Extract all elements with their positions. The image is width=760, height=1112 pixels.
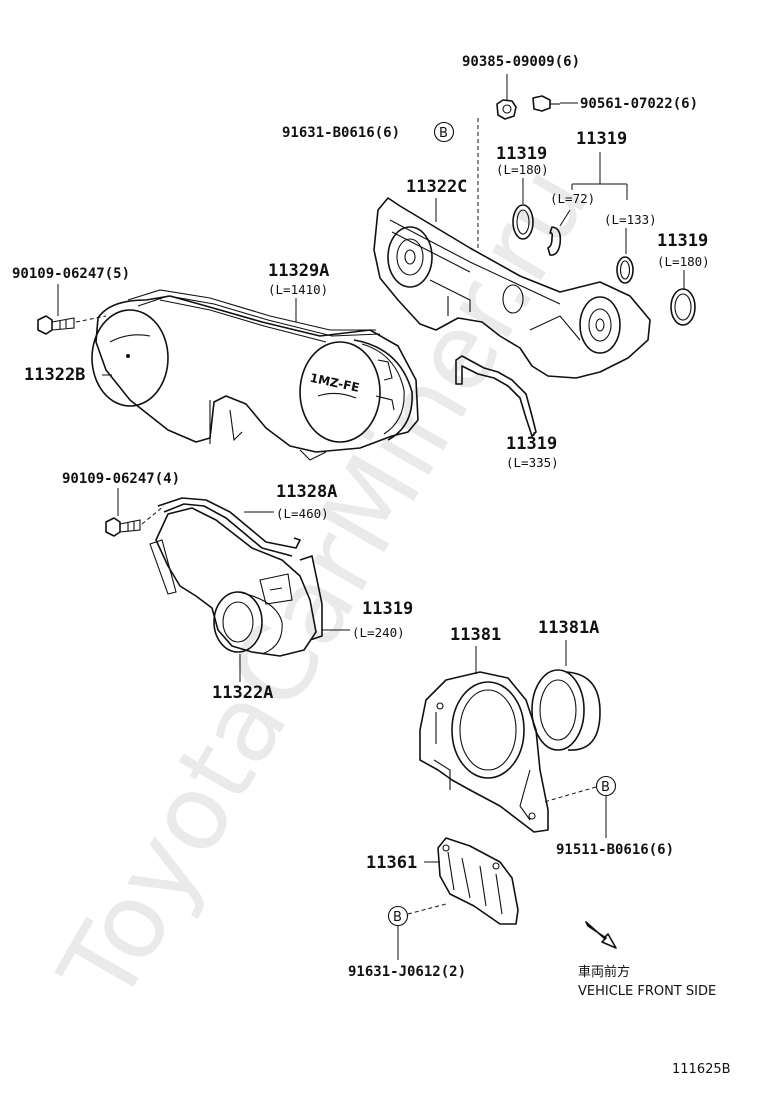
label-len-180a: (L=180) [496,162,549,177]
label-11319-b: 11319 [576,129,627,149]
label-len-72: (L=72) [550,191,595,206]
oil-seal-11381A[interactable] [531,669,601,751]
seal-11319-medium[interactable] [616,256,634,284]
label-91511-B0616: 91511-B0616(6) [556,842,674,858]
front-note-jp: 車両前方 [578,964,630,980]
label-91631-J0612: 91631-J0612(2) [348,964,466,980]
svg-text:B: B [601,780,610,795]
label-len-133: (L=133) [604,212,657,227]
cover-11322C[interactable] [373,197,651,379]
ref-marker-b-right: B [595,775,617,797]
label-90561-07022: 90561-07022(6) [580,96,698,112]
bolt-90109-06247-4[interactable] [105,517,141,537]
label-11319-e: 11319 [362,599,413,619]
seal-11319-small[interactable] [547,226,562,256]
label-11381: 11381 [450,625,501,645]
gasket-11319-335[interactable] [455,355,537,437]
ref-marker-b-bottom: B [387,905,409,927]
front-note-en: VEHICLE FRONT SIDE [578,984,716,999]
label-11319-c: 11319 [657,231,708,251]
engine-emblem: 1MZ-FE [309,371,361,395]
plate-11361[interactable] [437,837,519,925]
label-11381A: 11381A [538,618,599,638]
label-11319-d: 11319 [506,434,557,454]
label-91631-B0616: 91631-B0616(6) [282,125,400,141]
svg-text:B: B [393,910,402,925]
label-11329A: 11329A [268,261,329,281]
nut-90385-09009[interactable] [496,99,517,120]
retainer-11381[interactable] [419,671,549,833]
label-len-1410: (L=1410) [268,282,328,297]
label-11322C: 11322C [406,177,467,197]
cover-11322B[interactable]: 1MZ-FE [91,289,419,461]
label-90385-09009: 90385-09009(6) [462,54,580,70]
label-11319-a: 11319 [496,144,547,164]
label-len-335: (L=335) [506,455,559,470]
label-11322B: 11322B [24,365,85,385]
label-11328A: 11328A [276,482,337,502]
label-11361: 11361 [366,853,417,873]
seal-11319-c[interactable] [670,288,696,326]
diagram-code: 111625B [672,1062,731,1077]
label-90109-06247-5: 90109-06247(5) [12,266,130,282]
seal-11319-a[interactable] [512,204,534,240]
bolt-90109-06247-5[interactable] [37,315,75,335]
label-len-180b: (L=180) [657,254,710,269]
ref-marker-b-top: B [433,121,455,143]
label-len-460: (L=460) [276,506,329,521]
gasket-11328A[interactable] [149,497,301,595]
front-direction-arrow-icon [585,921,617,949]
cover-11322A[interactable] [155,507,323,657]
stud-90561-07022[interactable] [532,95,560,112]
label-11322A: 11322A [212,683,273,703]
svg-text:B: B [439,126,448,141]
label-len-240: (L=240) [352,625,405,640]
label-90109-06247-4: 90109-06247(4) [62,471,180,487]
